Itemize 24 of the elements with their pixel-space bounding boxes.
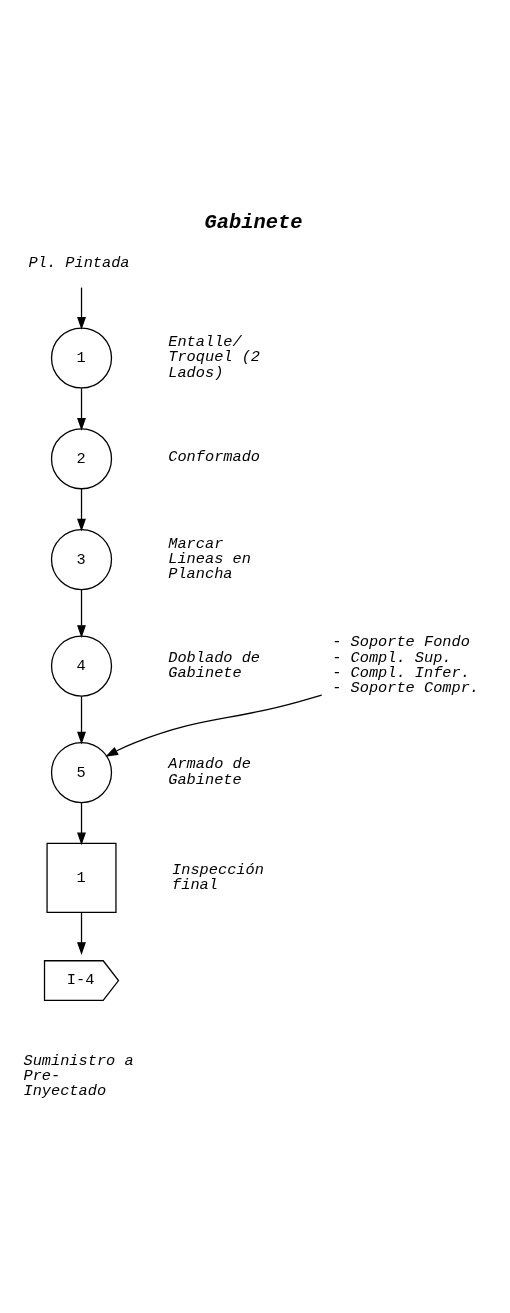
node-text: - Soporte Fondo - Compl. Sup. - Compl. Infer. - Soporte Compr. bbox=[332, 633, 480, 698]
node-label: Inspección final bbox=[172, 860, 264, 894]
node-circle: 1 bbox=[50, 327, 113, 389]
arrow bbox=[105, 694, 323, 757]
node-text: Pl. Pintada bbox=[28, 253, 130, 272]
node-label: Conformado bbox=[168, 448, 261, 467]
node-label: Marcar Lineas en Plancha bbox=[168, 534, 251, 584]
arrow bbox=[77, 488, 86, 532]
node-circle: 3 bbox=[50, 528, 113, 591]
arrow bbox=[77, 589, 86, 638]
node-box: 1 bbox=[46, 842, 117, 913]
arrow bbox=[77, 387, 86, 431]
node-label: Suministro a Pre-Inyectado bbox=[23, 1051, 134, 1101]
diagram-title: Gabinete bbox=[204, 211, 303, 235]
arrow bbox=[77, 911, 86, 955]
node-label: Entalle/ Troquel (2 Lados) bbox=[168, 333, 261, 382]
node-label: Armado de Gabinete bbox=[168, 755, 251, 789]
node-circle: 2 bbox=[50, 428, 113, 490]
node-circle: 5 bbox=[50, 741, 113, 804]
arrow bbox=[77, 802, 86, 846]
node-label: Doblado de Gabinete bbox=[168, 648, 261, 683]
arrow bbox=[77, 286, 86, 330]
arrow bbox=[77, 695, 86, 745]
node-circle: 4 bbox=[50, 635, 113, 697]
